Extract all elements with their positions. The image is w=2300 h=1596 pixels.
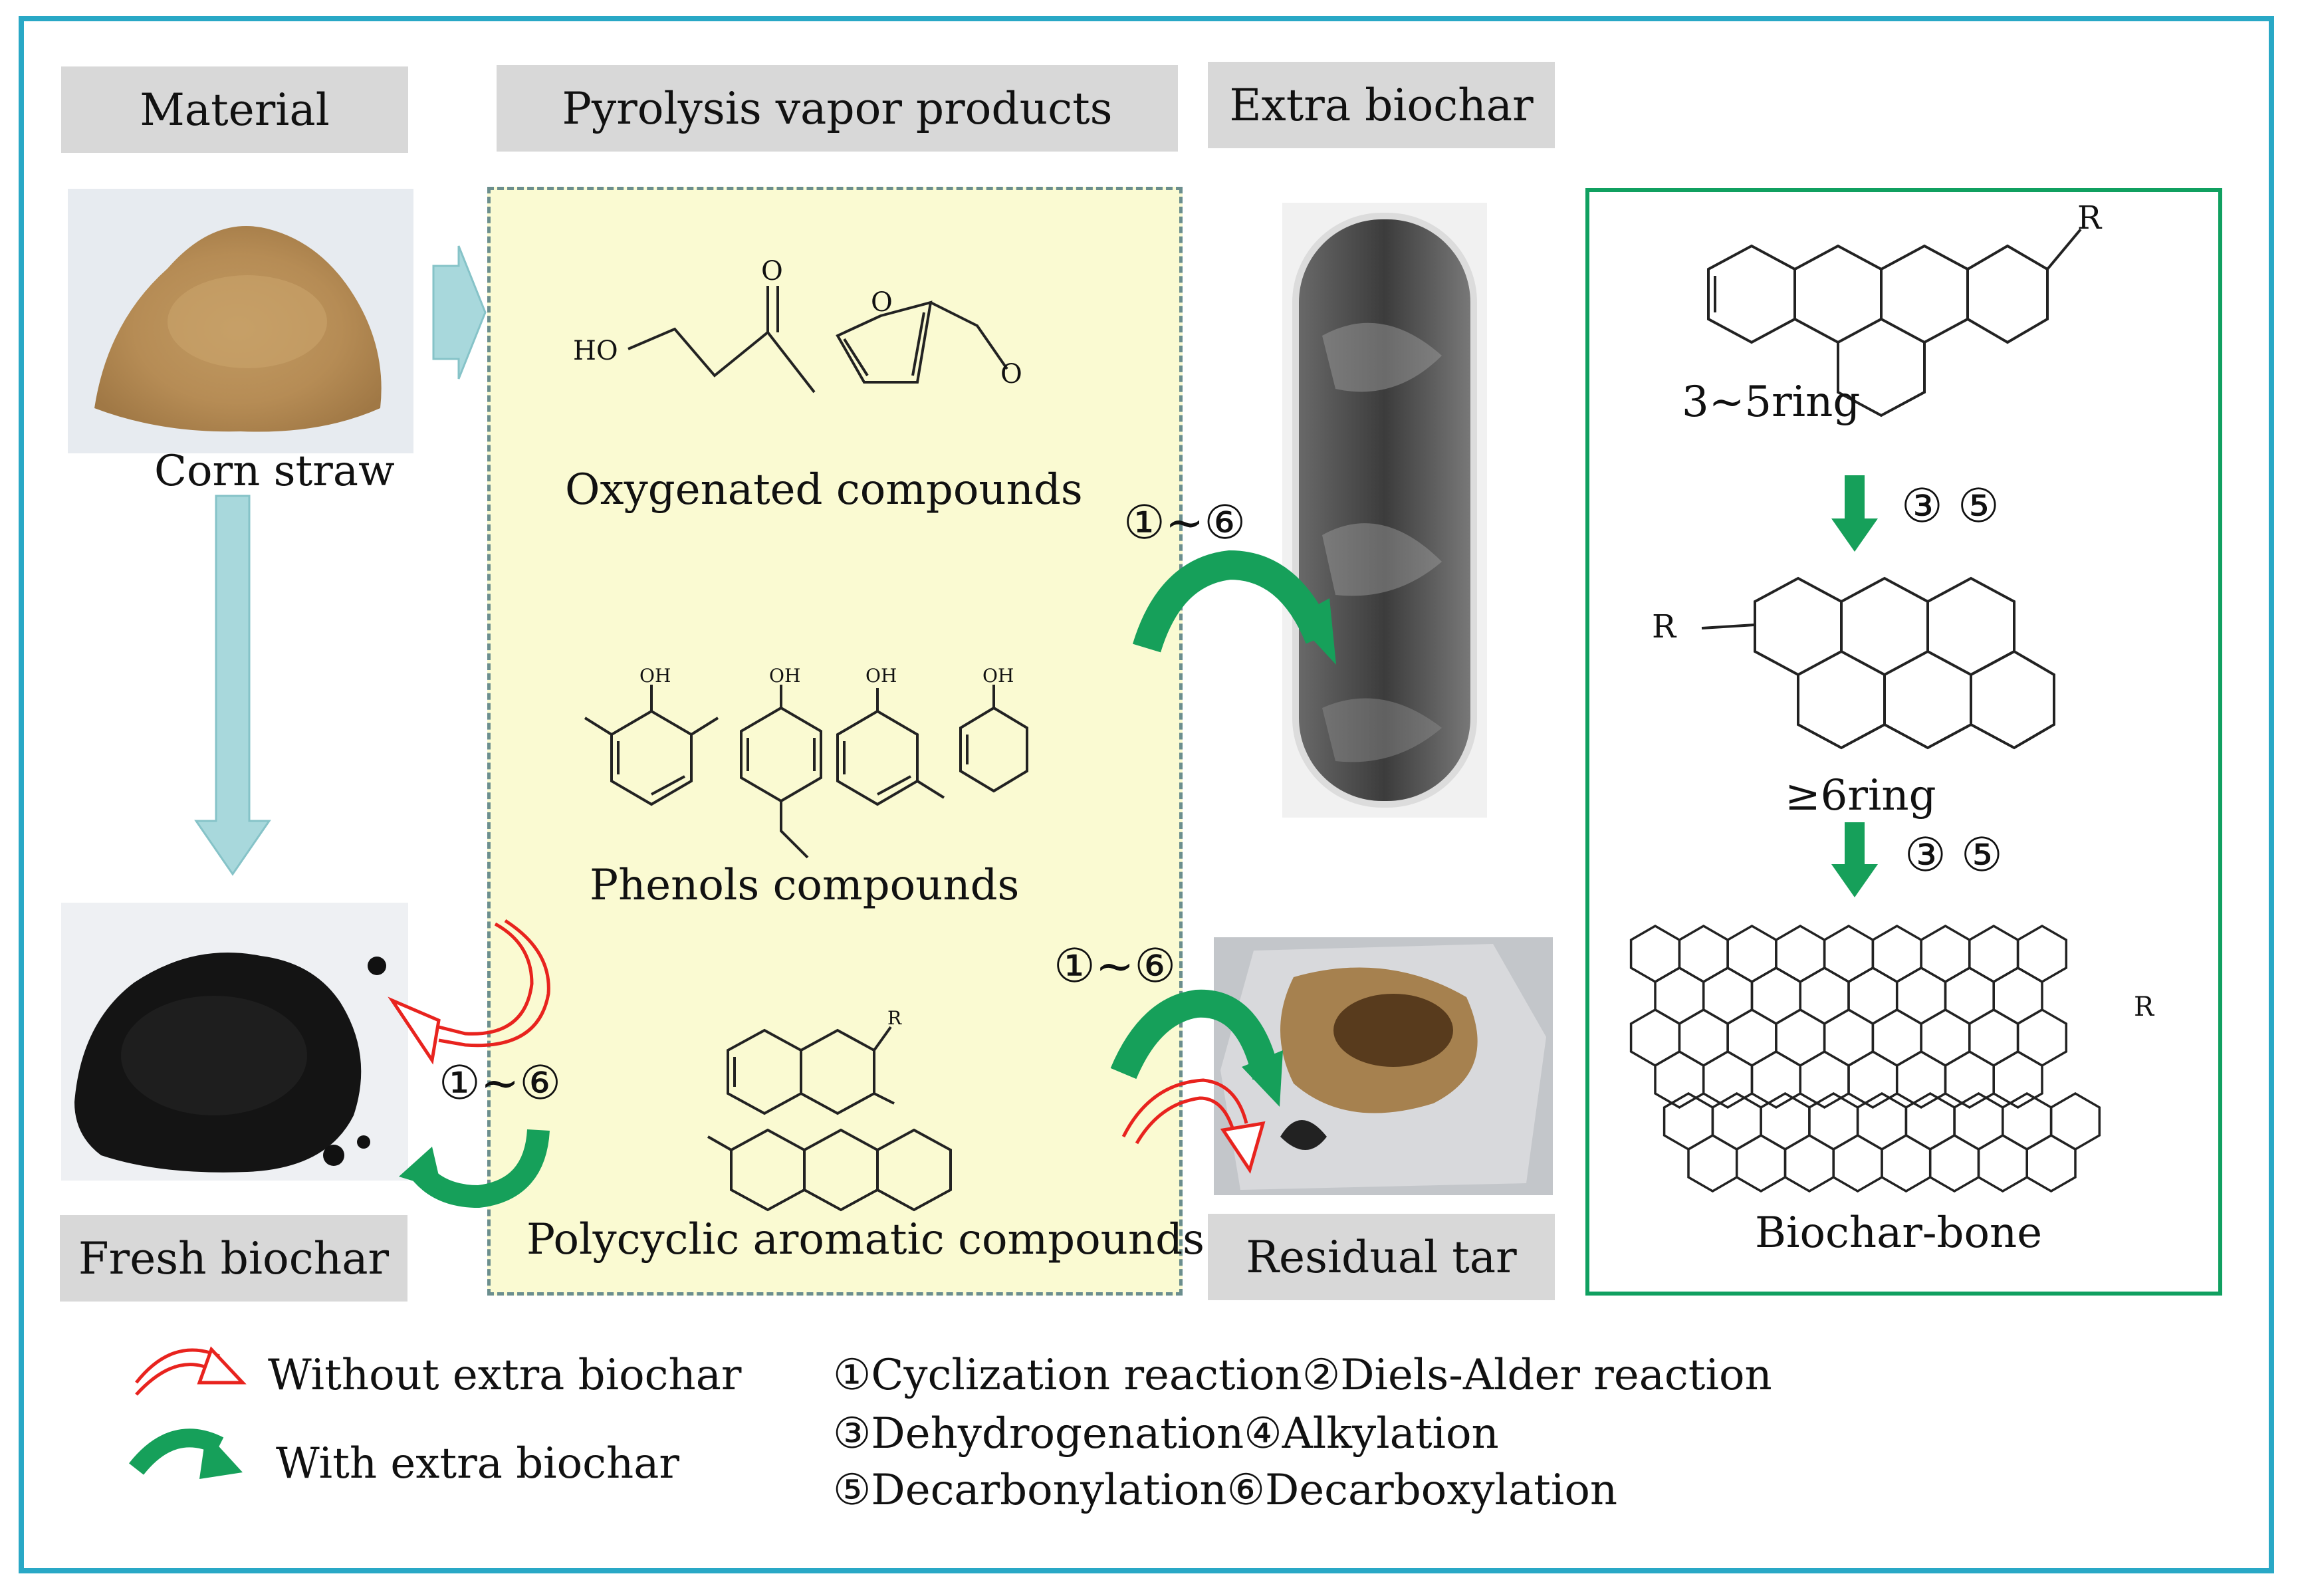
biochar-structure-panel <box>1585 188 2222 1296</box>
phenol-structure <box>959 685 1028 793</box>
biochar-bone-label: Biochar-bone <box>1755 1208 2043 1258</box>
header-extra-biochar: Extra biochar <box>1208 62 1555 148</box>
atom-label-furan-o: O <box>871 287 893 318</box>
reaction-marker-3-5-a: ③ ⑤ <box>1901 479 2000 533</box>
naphthol-structure <box>727 1026 895 1115</box>
header-fresh-biochar: Fresh biochar <box>60 1215 407 1302</box>
material-to-fresh-biochar-arrow <box>194 495 271 876</box>
legend-red-arrow-icon <box>135 1346 247 1396</box>
dimethylphenol-structure <box>584 685 719 806</box>
material-to-vapor-arrow <box>432 245 487 380</box>
ring-6-structure <box>1701 576 2055 750</box>
atom-label-r-6: R <box>1652 608 1676 645</box>
oxygenated-label: Oxygenated compounds <box>565 465 1083 514</box>
methylphenol-structure <box>836 688 945 806</box>
legend-with-label: With extra biochar <box>276 1439 679 1488</box>
header-pyrolysis: Pyrolysis vapor products <box>497 65 1178 152</box>
green-arrow-to-extra-biochar <box>1132 550 1336 665</box>
ring-3-5-structure <box>1707 228 2082 417</box>
header-material: Material <box>61 66 408 153</box>
atom-label-aldehyde-o: O <box>1000 359 1022 390</box>
legend-reaction-line-2: ③Dehydrogenation④Alkylation <box>833 1409 1499 1458</box>
atom-label-oh-3: OH <box>865 665 897 687</box>
legend-green-arrow-icon <box>128 1428 243 1479</box>
reaction-marker-tar: ①~⑥ <box>1054 939 1177 993</box>
furfural-structure <box>836 300 1008 384</box>
hydroxyacetone-structure <box>628 286 816 394</box>
legend-reaction-line-1: ①Cyclization reaction②Diels-Alder reacti… <box>833 1351 1772 1400</box>
legend-without-label: Without extra biochar <box>268 1351 742 1400</box>
biochar-bone-structure <box>1629 924 2101 1193</box>
reaction-marker-fresh: ①~⑥ <box>439 1056 562 1110</box>
figure-frame <box>19 16 2274 1573</box>
legend-reaction-line-3: ⑤Decarbonylation⑥Decarboxylation <box>833 1466 1618 1515</box>
corn-straw-label: Corn straw <box>154 447 395 496</box>
residual-tar-photo <box>1214 937 1553 1195</box>
atom-label-ketone-o: O <box>761 256 783 286</box>
green-arrow-down-2 <box>1831 822 1878 897</box>
ethylphenol-structure <box>740 685 822 859</box>
atom-label-ho: HO <box>573 336 618 366</box>
extra-biochar-photo <box>1282 203 1487 818</box>
green-arrow-down-1 <box>1831 475 1878 552</box>
red-arrow-residual-tar <box>1121 1078 1266 1174</box>
atom-label-r-bone: R <box>2134 992 2154 1022</box>
ring-3-5-label: 3~5ring <box>1682 378 1861 427</box>
header-residual-tar: Residual tar <box>1208 1214 1555 1300</box>
atom-label-oh-4: OH <box>982 665 1014 687</box>
red-arrow-fresh-biochar <box>388 919 550 1065</box>
anthracene-structure <box>707 1128 952 1212</box>
atom-label-r-naphthol: R <box>887 1007 902 1029</box>
atom-label-oh-2: OH <box>769 665 801 687</box>
phenols-label: Phenols compounds <box>590 861 1020 910</box>
corn-straw-photo <box>68 189 413 453</box>
reaction-marker-extra: ①~⑥ <box>1123 495 1246 550</box>
green-arrow-to-fresh-biochar <box>399 1129 550 1208</box>
hexagon-ring <box>2025 1133 2077 1193</box>
atom-label-r-3-5: R <box>2077 199 2102 237</box>
ring-6-label: ≥6ring <box>1785 771 1936 820</box>
hexagon-ring <box>1992 1050 2043 1109</box>
atom-label-oh-1: OH <box>639 665 671 687</box>
green-arrow-to-residual-tar <box>1110 989 1283 1107</box>
fresh-biochar-photo <box>61 903 408 1181</box>
polycyclic-label: Polycyclic aromatic compounds <box>526 1215 1205 1264</box>
reaction-marker-3-5-b: ③ ⑤ <box>1904 828 2003 882</box>
